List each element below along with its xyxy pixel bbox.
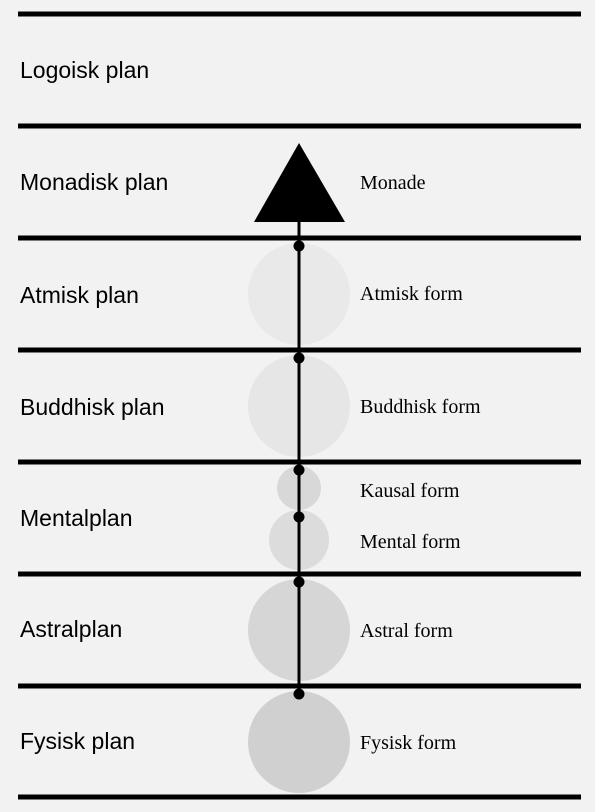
plane-label-atmisk: Atmisk plan <box>20 282 139 308</box>
plane-label-monadisk: Monadisk plan <box>20 169 168 195</box>
form-label-buddhisk: Buddhisk form <box>360 396 481 418</box>
plane-label-astral: Astralplan <box>20 616 122 642</box>
plane-label-mental: Mentalplan <box>20 505 133 531</box>
form-label-atmisk: Atmisk form <box>360 283 463 305</box>
plane-label-logoisk: Logoisk plan <box>20 57 149 83</box>
form-label-mental: Mental form <box>360 531 461 553</box>
junction-dot <box>293 464 305 476</box>
junction-dot <box>293 511 305 523</box>
plane-labels: Logoisk plan Monadisk plan Atmisk plan B… <box>20 57 168 754</box>
form-label-astral: Astral form <box>360 620 453 642</box>
triangle-icon <box>254 143 345 222</box>
plane-label-fysisk: Fysisk plan <box>20 728 135 754</box>
junction-dot <box>293 688 305 700</box>
form-label-fysisk: Fysisk form <box>360 732 457 754</box>
fysisk-form-circle <box>248 691 350 793</box>
junction-dot <box>293 240 305 252</box>
form-label-kausal: Kausal form <box>360 480 460 502</box>
plane-label-buddhisk: Buddhisk plan <box>20 394 165 420</box>
form-label-monade: Monade <box>360 172 426 194</box>
form-labels: Monade Atmisk form Buddhisk form Kausal … <box>360 172 481 754</box>
junction-dots <box>293 240 305 700</box>
junction-dot <box>293 352 305 364</box>
junction-dot <box>293 576 305 588</box>
